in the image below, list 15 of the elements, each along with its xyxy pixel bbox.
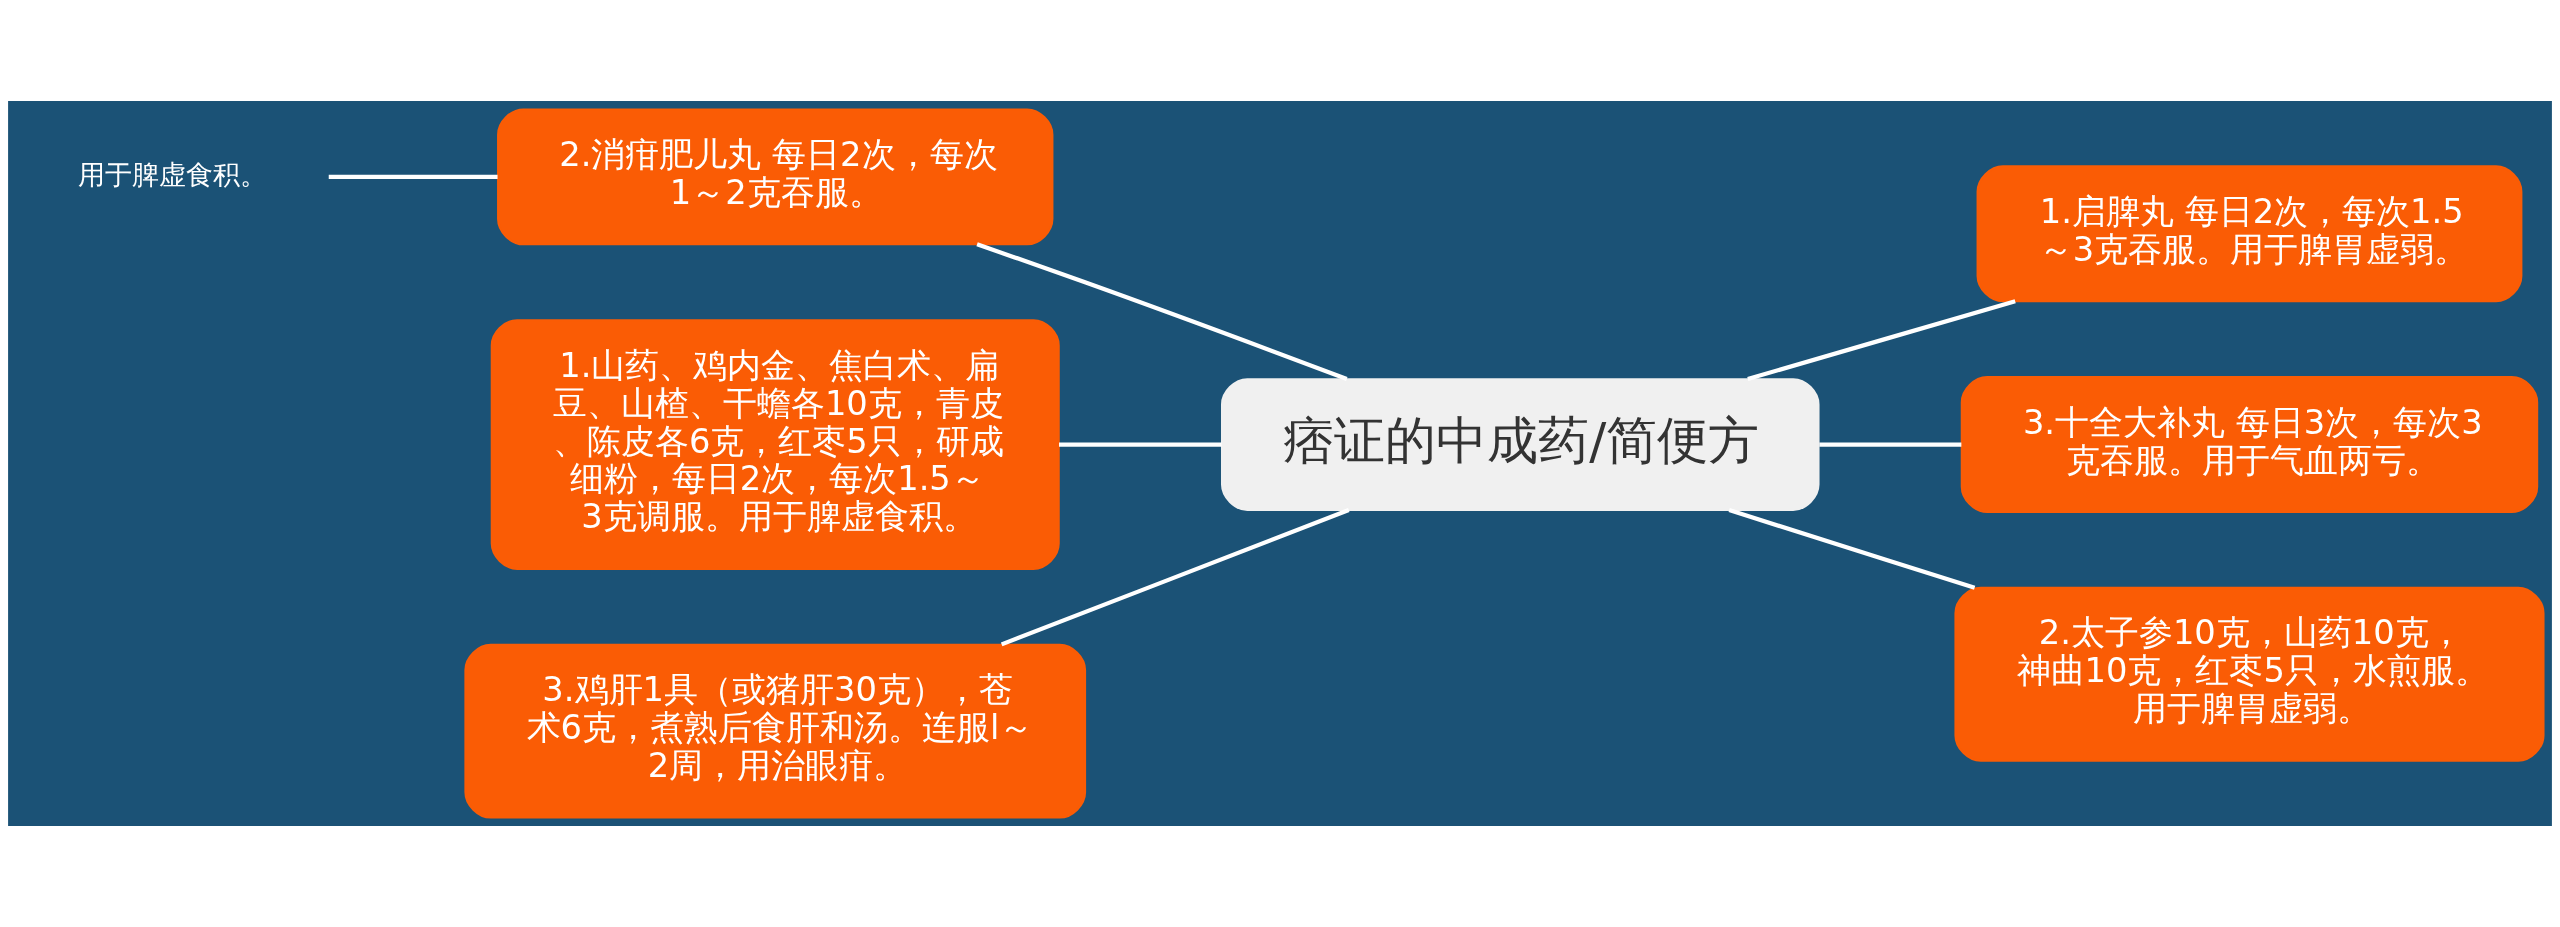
node-box: 1.启脾丸 每日2次，每次1.5～3克吞服。用于脾胃虚弱。	[1976, 165, 2523, 303]
node-box: 2.太子参10克，山药10克，神曲10克，红枣5只，水煎服。用于脾胃虚弱。	[1954, 586, 2545, 762]
connector	[1728, 508, 1976, 590]
node-box: 痞证的中成药/简便方	[1221, 378, 1820, 511]
node-box: 1.山药、鸡内金、焦白术、扁豆、山楂、干蟾各10克，青皮、陈皮各6克，红枣5只，研成细粉，每日2次，每次1.5～3克调服。用于脾虚食积。	[490, 319, 1060, 570]
connector	[976, 242, 1348, 381]
connector	[1819, 442, 1962, 447]
connector	[1000, 508, 1350, 647]
node-box: 3.十全大补丸 每日3次，每次3克吞服。用于气血两亏。	[1960, 376, 2539, 514]
node-box: 2.消疳肥儿丸 每日2次，每次1～2克吞服。	[497, 108, 1054, 246]
connector	[328, 174, 498, 179]
node-box: 3.鸡肝1具（或猪肝30克），苍术6克，煮熟后食肝和汤。连服l～2周，用治眼疳。	[464, 643, 1087, 819]
node-text: 用于脾虚食积。	[77, 159, 267, 191]
connector	[1059, 442, 1222, 447]
connector	[1747, 299, 2016, 382]
